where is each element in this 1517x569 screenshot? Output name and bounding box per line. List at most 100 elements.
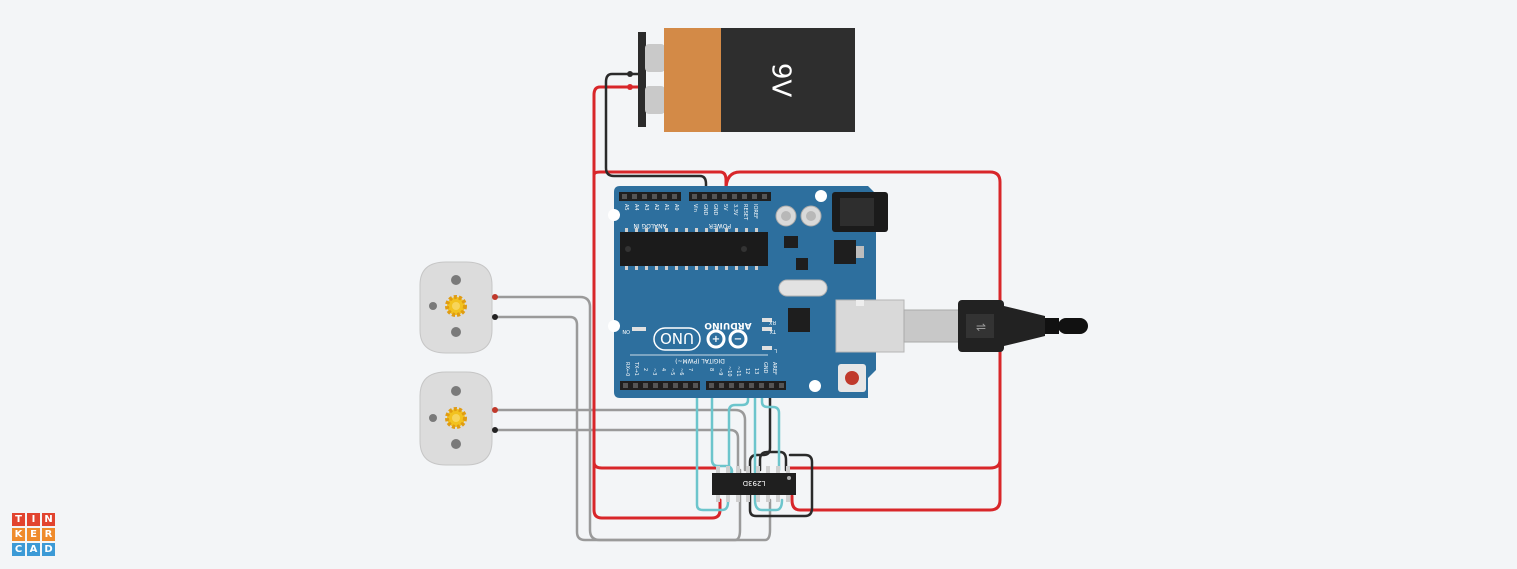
mount-hole <box>608 320 620 332</box>
regulator-tab <box>856 246 864 258</box>
wire-black-gnd2[interactable] <box>758 450 788 472</box>
usb-cable-stub <box>1045 318 1059 334</box>
analog-in-label: ANALOG IN <box>633 222 666 229</box>
battery-terminal-pos[interactable] <box>645 86 665 114</box>
usb-cable-end <box>1058 318 1088 334</box>
dc-motor-1[interactable] <box>419 261 498 354</box>
gear-hub <box>452 302 460 310</box>
motor-terminal-pos[interactable] <box>492 294 498 300</box>
pin-label: Vin <box>692 204 698 212</box>
digital-header-high[interactable] <box>706 381 786 390</box>
led-label: L <box>774 347 777 353</box>
usb-interface-chip <box>788 308 810 332</box>
led-rx <box>762 327 772 331</box>
digital-header-low[interactable] <box>620 381 700 390</box>
pin-label: ~10 <box>726 366 732 377</box>
pin-label: A1 <box>663 204 669 211</box>
reset-button-cap[interactable] <box>845 371 859 385</box>
wire-red-right-bottom[interactable] <box>790 448 1002 512</box>
motor-screw <box>451 275 461 285</box>
battery-lead-pos <box>627 84 633 90</box>
analog-header[interactable] <box>619 192 681 201</box>
led-tx <box>762 318 772 322</box>
arduino-logo: ARDUINO + − UNO <box>653 320 752 351</box>
logo-letter: E <box>27 528 40 541</box>
chip-notch <box>625 246 631 252</box>
wire-gray-motor1-b[interactable] <box>493 315 772 542</box>
pin-label: IOREF <box>752 204 758 219</box>
digital-label: DIGITAL (PWM~) <box>675 357 725 364</box>
tinkercad-logo[interactable]: T I N K E R C A D <box>12 513 55 556</box>
pin-label: 13 <box>753 368 759 374</box>
motor-terminal-pos[interactable] <box>492 407 498 413</box>
pin-label: 8 <box>708 368 714 371</box>
pin-label: ~9 <box>717 368 723 375</box>
pin-label: AREF <box>771 362 777 375</box>
logo-letter: K <box>12 528 25 541</box>
mount-hole <box>815 190 827 202</box>
pin-label: A0 <box>673 204 679 211</box>
led-label: TX <box>769 328 777 334</box>
on-label: ON <box>622 328 630 334</box>
wire-black-battery[interactable] <box>604 72 708 199</box>
motor-terminal-neg[interactable] <box>492 427 498 433</box>
pin-label: RX←0 <box>624 362 630 376</box>
motor-screw <box>429 414 437 422</box>
small-chip <box>784 236 798 248</box>
infinity-right <box>728 329 748 349</box>
wire-cyan-1[interactable] <box>695 385 730 512</box>
battery-label: 9V <box>766 63 796 98</box>
battery-orange-band <box>664 28 722 132</box>
logo-letter: T <box>12 513 25 526</box>
arduino-uno[interactable]: ANALOG IN POWER A5 A4 A3 A2 A1 A0 Vin GN… <box>608 186 905 398</box>
logo-letter: N <box>42 513 55 526</box>
wire-red-battery[interactable] <box>592 85 728 199</box>
wire-cyan-4[interactable] <box>760 385 781 472</box>
logo-letter: R <box>42 528 55 541</box>
motor-screw <box>451 386 461 396</box>
pin-label: 7 <box>687 368 693 371</box>
power-header[interactable] <box>689 192 771 201</box>
uno-badge <box>653 327 701 351</box>
motor-screw <box>451 439 461 449</box>
pin-label: A4 <box>633 204 639 211</box>
mount-hole <box>809 380 821 392</box>
pin-label: ~11 <box>735 366 741 377</box>
motor-screw <box>451 327 461 337</box>
pin-label: 12 <box>744 368 750 374</box>
small-chip <box>796 258 808 270</box>
wire-red-bottom[interactable] <box>592 458 722 520</box>
pin-label: 5V <box>722 204 728 211</box>
led-l <box>762 346 772 350</box>
pin-label: TX→1 <box>633 361 639 376</box>
wire-black-gnd[interactable] <box>748 393 814 518</box>
chip-dot <box>741 246 747 252</box>
pin-label: ~6 <box>678 368 684 375</box>
l293d-chip[interactable]: L293D <box>712 466 796 502</box>
arduino-brand: ARDUINO <box>704 320 752 330</box>
infinity-left <box>706 329 726 349</box>
usb-b-port[interactable] <box>835 299 905 353</box>
pin-label: ~3 <box>651 368 657 375</box>
pin-label: GND <box>762 362 768 374</box>
battery-terminal-neg[interactable] <box>645 44 665 72</box>
wire-cyan-5[interactable] <box>753 385 784 512</box>
pin-label: 3.3V <box>732 204 738 216</box>
wire-gray-motor1-a[interactable] <box>493 295 742 542</box>
wire-gray-motor2-b[interactable] <box>493 428 740 472</box>
capacitor-top <box>781 211 791 221</box>
uno-label: UNO <box>660 329 694 347</box>
wire-gray-motor2-a[interactable] <box>493 408 747 472</box>
pin-label: GND <box>712 204 718 216</box>
motor-screw <box>429 302 437 310</box>
wire-red-loop[interactable] <box>724 170 1002 470</box>
battery-lead-neg <box>627 71 633 77</box>
battery-9v[interactable]: 9V <box>627 28 855 132</box>
dc-motor-2[interactable] <box>419 371 498 466</box>
minus-symbol: − <box>734 334 742 345</box>
usb-cable[interactable]: ⇌ <box>903 300 1088 352</box>
power-label: POWER <box>709 222 731 229</box>
pin-label: A2 <box>653 204 659 211</box>
motor-terminal-neg[interactable] <box>492 314 498 320</box>
